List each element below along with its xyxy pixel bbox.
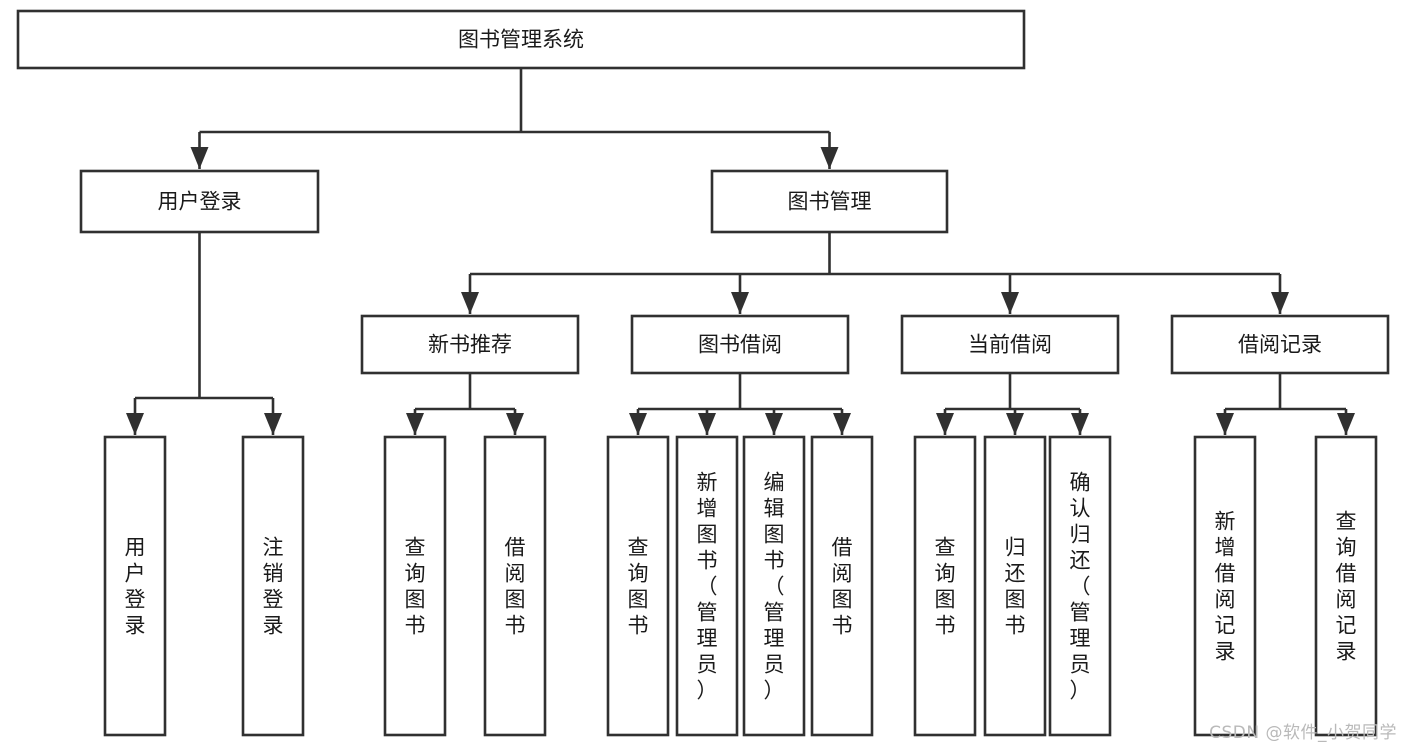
node-box-leaf-query-book-rec bbox=[383, 435, 447, 737]
node-label-leaf-user-logout: 注销登录 bbox=[263, 535, 284, 637]
node-box-leaf-return-book bbox=[983, 435, 1047, 737]
csdn-watermark: CSDN @软件_小贺同学 bbox=[1209, 723, 1397, 743]
node-label-leaf-return-book: 归还图书 bbox=[1005, 535, 1026, 637]
arrow-head-icon-leaf-borrow-book-rec bbox=[506, 413, 524, 435]
arrow-head-icon-leaf-query-book-borrow bbox=[629, 413, 647, 435]
node-label-leaf-add-borrow-record: 新增借阅记录 bbox=[1215, 509, 1236, 663]
node-box-leaf-edit-book-admin bbox=[742, 435, 806, 737]
node-label-leaf-query-book-rec: 查询图书 bbox=[405, 535, 426, 637]
node-box-leaf-add-book-admin bbox=[675, 435, 739, 737]
arrow-head-icon-book-manage bbox=[820, 147, 839, 169]
node-label-leaf-query-book-borrow: 查询图书 bbox=[628, 535, 649, 637]
node-label-current-borrow: 当前借阅 bbox=[968, 333, 1052, 357]
arrow-head-icon-leaf-confirm-return-admin bbox=[1071, 413, 1089, 435]
node-label-leaf-query-borrow-record: 查询借阅记录 bbox=[1336, 509, 1357, 663]
arrow-head-icon-new-book-recommend bbox=[461, 292, 479, 314]
node-leaf-confirm-return-admin[interactable]: 确认归还（管理员） bbox=[1048, 435, 1112, 737]
node-box-current-borrow bbox=[900, 314, 1120, 375]
arrow-head-icon-leaf-add-book-admin bbox=[698, 413, 716, 435]
node-box-leaf-query-book-current bbox=[913, 435, 977, 737]
node-label-book-manage: 图书管理 bbox=[788, 190, 872, 214]
node-box-leaf-add-borrow-record bbox=[1193, 435, 1257, 737]
node-label-leaf-edit-book-admin: 编辑图书（管理员） bbox=[764, 470, 785, 702]
node-leaf-borrow-book-rec[interactable]: 借阅图书 bbox=[483, 435, 547, 737]
node-label-root: 图书管理系统 bbox=[458, 28, 584, 52]
node-label-borrow-record: 借阅记录 bbox=[1238, 333, 1322, 357]
node-label-new-book-recommend: 新书推荐 bbox=[428, 333, 512, 357]
connector-lines-group bbox=[126, 68, 1355, 435]
node-box-book-borrow bbox=[630, 314, 850, 375]
arrow-head-icon-leaf-add-borrow-record bbox=[1216, 413, 1234, 435]
node-book-manage[interactable]: 图书管理 bbox=[710, 169, 949, 234]
node-leaf-borrow-book[interactable]: 借阅图书 bbox=[810, 435, 874, 737]
node-box-leaf-user-login bbox=[103, 435, 167, 737]
node-leaf-add-book-admin[interactable]: 新增图书（管理员） bbox=[675, 435, 739, 737]
arrow-head-icon-leaf-query-book-rec bbox=[406, 413, 424, 435]
node-root[interactable]: 图书管理系统 bbox=[16, 9, 1026, 70]
node-box-leaf-query-book-borrow bbox=[606, 435, 670, 737]
node-leaf-return-book[interactable]: 归还图书 bbox=[983, 435, 1047, 737]
node-box-root bbox=[16, 9, 1026, 70]
node-leaf-query-book-rec[interactable]: 查询图书 bbox=[383, 435, 447, 737]
node-boxes-group: 图书管理系统用户登录图书管理新书推荐图书借阅当前借阅借阅记录用户登录注销登录查询… bbox=[16, 9, 1390, 737]
node-leaf-query-book-current[interactable]: 查询图书 bbox=[913, 435, 977, 737]
node-user-login[interactable]: 用户登录 bbox=[79, 169, 320, 234]
node-box-leaf-borrow-book-rec bbox=[483, 435, 547, 737]
node-leaf-add-borrow-record[interactable]: 新增借阅记录 bbox=[1193, 435, 1257, 737]
node-label-leaf-confirm-return-admin: 确认归还（管理员） bbox=[1070, 470, 1091, 702]
node-leaf-query-book-borrow[interactable]: 查询图书 bbox=[606, 435, 670, 737]
node-book-borrow[interactable]: 图书借阅 bbox=[630, 314, 850, 375]
node-box-leaf-query-borrow-record bbox=[1314, 435, 1378, 737]
node-label-leaf-borrow-book: 借阅图书 bbox=[832, 535, 853, 637]
node-box-book-manage bbox=[710, 169, 949, 234]
node-box-user-login bbox=[79, 169, 320, 234]
node-new-book-recommend[interactable]: 新书推荐 bbox=[360, 314, 580, 375]
arrow-head-icon-current-borrow bbox=[1001, 292, 1019, 314]
node-current-borrow[interactable]: 当前借阅 bbox=[900, 314, 1120, 375]
node-box-leaf-user-logout bbox=[241, 435, 305, 737]
node-label-leaf-borrow-book-rec: 借阅图书 bbox=[505, 535, 526, 637]
arrow-head-icon-leaf-query-book-current bbox=[936, 413, 954, 435]
node-label-book-borrow: 图书借阅 bbox=[698, 333, 782, 357]
node-label-leaf-user-login: 用户登录 bbox=[125, 535, 146, 637]
node-leaf-query-borrow-record[interactable]: 查询借阅记录 bbox=[1314, 435, 1378, 737]
node-label-user-login: 用户登录 bbox=[158, 190, 242, 214]
arrow-head-icon-leaf-query-borrow-record bbox=[1337, 413, 1355, 435]
node-borrow-record[interactable]: 借阅记录 bbox=[1170, 314, 1390, 375]
arrow-head-icon-leaf-user-login bbox=[126, 413, 144, 435]
node-label-leaf-query-book-current: 查询图书 bbox=[935, 535, 956, 637]
arrow-head-icon-borrow-record bbox=[1271, 292, 1289, 314]
node-box-leaf-confirm-return-admin bbox=[1048, 435, 1112, 737]
node-leaf-edit-book-admin[interactable]: 编辑图书（管理员） bbox=[742, 435, 806, 737]
node-label-leaf-add-book-admin: 新增图书（管理员） bbox=[697, 470, 718, 702]
arrow-head-icon-leaf-borrow-book bbox=[833, 413, 851, 435]
node-box-new-book-recommend bbox=[360, 314, 580, 375]
node-leaf-user-login[interactable]: 用户登录 bbox=[103, 435, 167, 737]
arrow-head-icon-book-borrow bbox=[731, 292, 749, 314]
arrow-head-icon-leaf-user-logout bbox=[264, 413, 282, 435]
node-box-borrow-record bbox=[1170, 314, 1390, 375]
node-leaf-user-logout[interactable]: 注销登录 bbox=[241, 435, 305, 737]
node-box-leaf-borrow-book bbox=[810, 435, 874, 737]
arrow-head-icon-leaf-edit-book-admin bbox=[765, 413, 783, 435]
arrow-head-icon-user-login bbox=[190, 147, 209, 169]
arrow-head-icon-leaf-return-book bbox=[1006, 413, 1024, 435]
